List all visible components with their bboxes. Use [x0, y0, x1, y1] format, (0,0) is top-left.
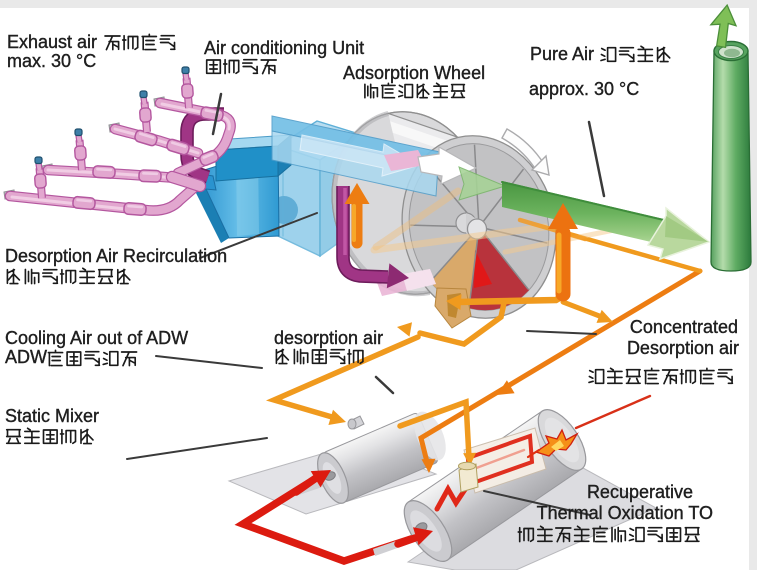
svg-text:Adsorption Wheel: Adsorption Wheel — [343, 63, 485, 83]
svg-text:max. 30 °C: max. 30 °C — [7, 51, 96, 71]
svg-text:Static Mixer: Static Mixer — [5, 406, 99, 426]
svg-text:desorption air: desorption air — [274, 328, 383, 348]
svg-text:Cooling Air out of ADW: Cooling Air out of ADW — [5, 328, 188, 348]
svg-text:Thermal Oxidation TO: Thermal Oxidation TO — [537, 503, 713, 523]
svg-text:Desorption Air Recirculation: Desorption Air Recirculation — [5, 246, 227, 266]
svg-text:Recuperative: Recuperative — [587, 482, 693, 502]
svg-text:Exhaust air: Exhaust air — [7, 32, 97, 52]
svg-text:Concentrated: Concentrated — [630, 317, 738, 337]
svg-text:Air conditioning Unit: Air conditioning Unit — [204, 38, 364, 58]
svg-text:approx. 30 °C: approx. 30 °C — [529, 79, 639, 99]
svg-text:Desorption air: Desorption air — [627, 338, 739, 358]
svg-text:ADW: ADW — [5, 347, 47, 367]
svg-text:Pure Air: Pure Air — [530, 44, 594, 64]
